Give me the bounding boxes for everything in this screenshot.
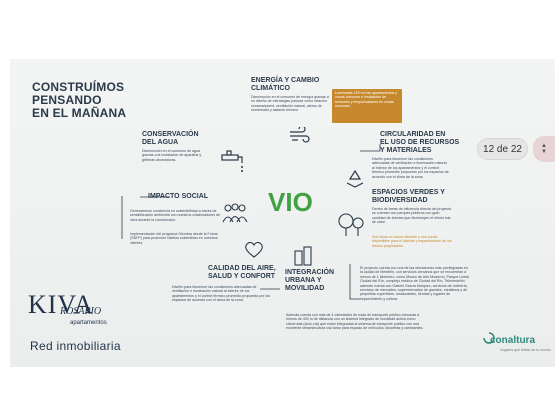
connector-lines [121,144,381,300]
recycle-icon [346,169,364,188]
wind-icon [290,127,310,143]
city-icon [294,246,312,266]
heart-hand-icon [245,241,263,258]
impacto-title: IMPACTO SOCIAL [148,193,209,200]
espacios-body: Dentro de áreas de influencia directa de… [372,207,452,225]
integracion-body-2: Además cuenta con más de 4 variedades de… [286,313,424,331]
kiva-logo: KIVA [28,290,94,319]
heading-line-2: PENSANDO [32,93,102,107]
chevron-up-icon: ▲ [541,143,547,149]
heading-line-3: EN EL MAÑANA [32,106,127,120]
impacto-body-2: Implementación del programa Siembra desd… [130,232,218,245]
circularidad-body: Diseño para favorecer las condiciones ad… [372,157,449,179]
slide-heading: CONSTRUÍMOS PENSANDO EN EL MAÑANA [32,81,162,120]
agua-body: Disminución en el consumo de agua gracia… [142,149,202,162]
chevron-down-icon: ▼ [541,149,547,155]
energia-box: Luminarias LED en las apartamentos y zon… [332,89,402,123]
energia-body: Disminución en el consumo de energía gra… [251,95,329,113]
energia-box-text: Luminarias LED en las apartamentos y zon… [335,91,397,109]
impacto-body-1: Generaremos conciencia en sostenibilidad… [130,209,221,222]
integracion-body-1: El proyecto cuenta con una de las ubicac… [360,266,469,301]
page-nav-toggle[interactable]: ▲ ▼ [533,136,555,162]
apartamentos-text: apartamentos [70,320,107,326]
people-icon [222,203,248,223]
calidad-body: Diseño para favorecer las condiciones ad… [172,285,271,303]
conaltura-swirl-icon [483,332,495,344]
conaltura-logo: conaltura [490,335,536,346]
calidad-title: CALIDAD DEL AIRE,SALUD Y CONFORT [208,265,276,280]
red-inmobiliaria-text: Red inmobiliaria [30,339,121,353]
heading-line-1: CONSTRUÍMOS [32,80,125,94]
conaltura-tagline: Hogares que brillan de tu mundo [500,348,551,352]
page-counter[interactable]: 12 de 22 [477,138,528,160]
faucet-icon [221,150,243,172]
vio-logo: VIO [268,187,313,215]
presentation-slide: CONSTRUÍMOS PENSANDO EN EL MAÑANA ENERGÍ… [10,59,555,367]
tree-icon [338,213,364,236]
rosario-logo-text: ROSARIO [60,306,102,317]
svg-text:VIO: VIO [268,187,313,215]
espacios-orange-text: Son ideas en fauna silvestre y son zonas… [372,235,452,248]
